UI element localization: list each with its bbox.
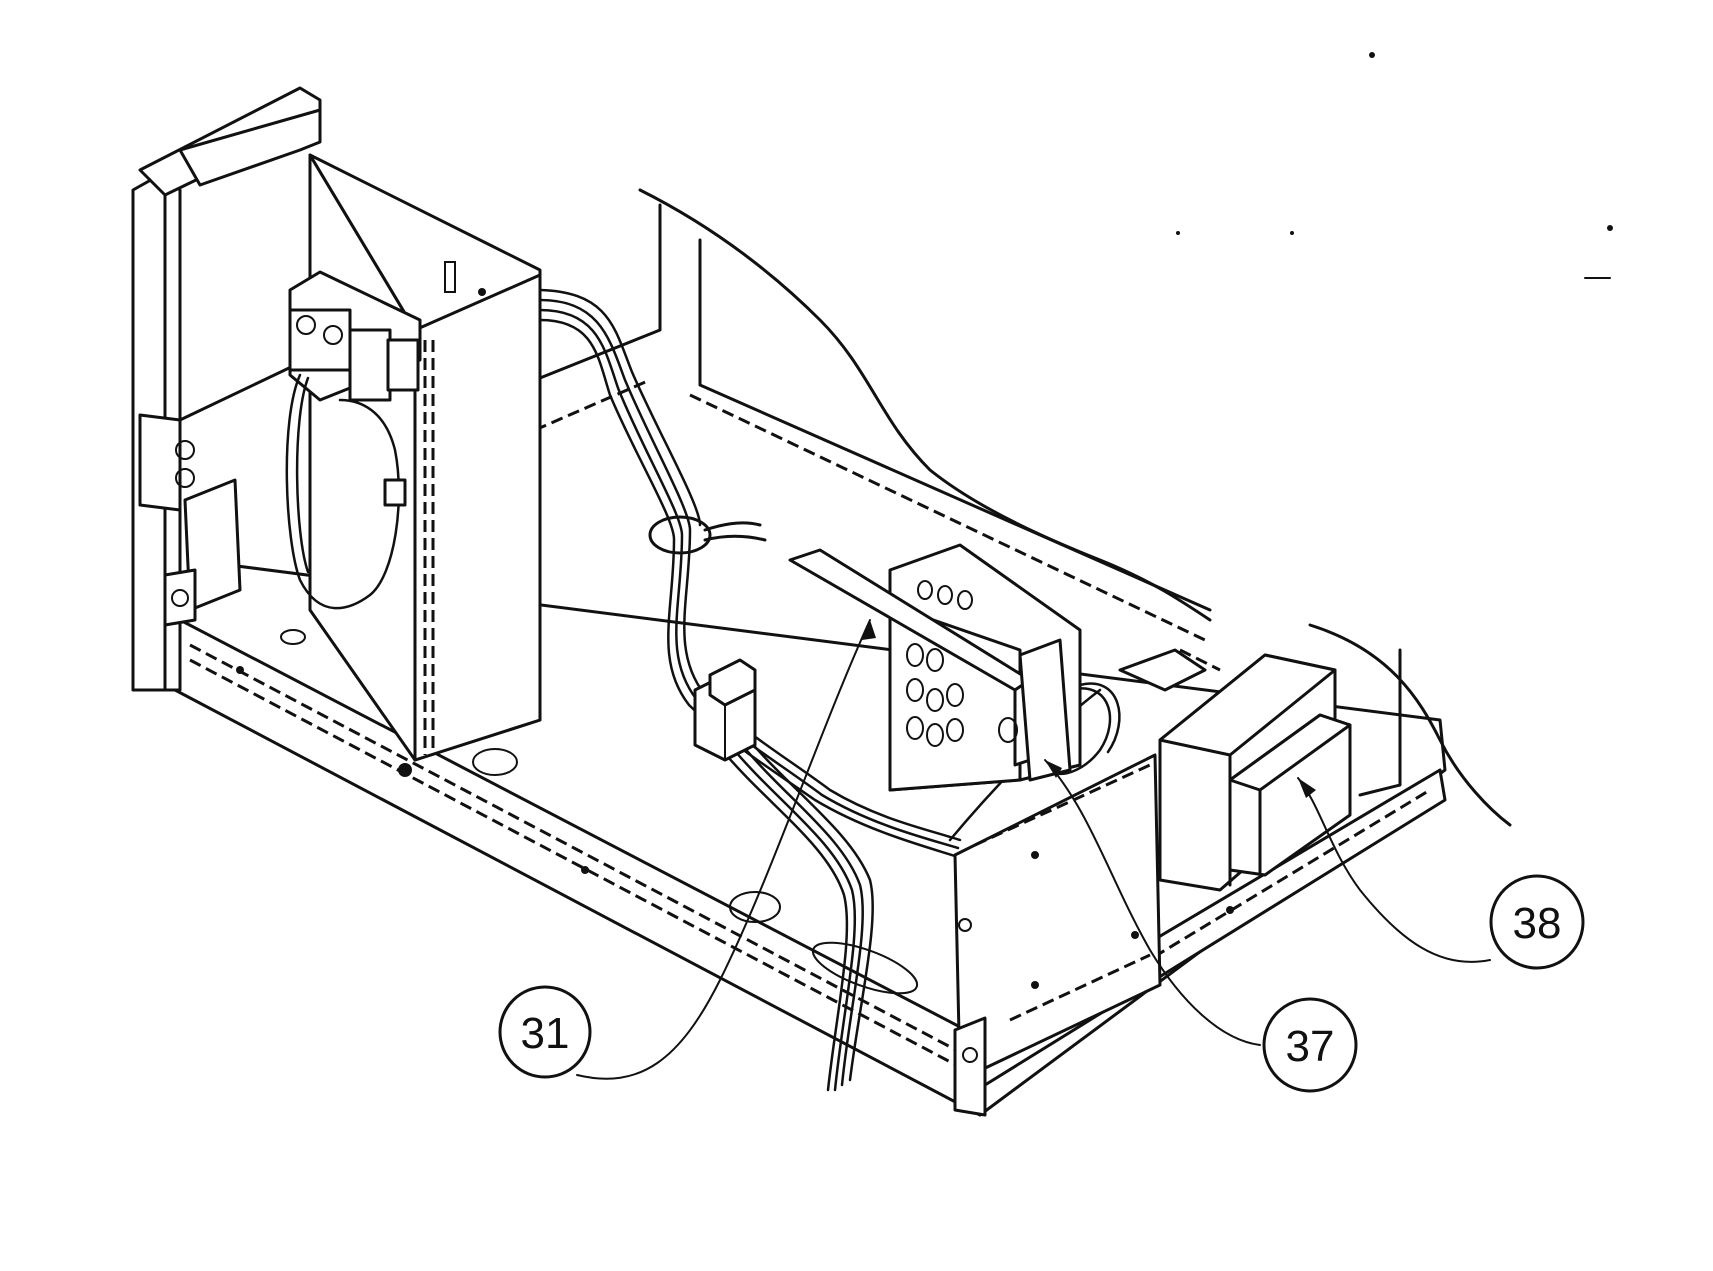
scan-noise bbox=[1176, 52, 1613, 279]
right-end-panel bbox=[953, 753, 1162, 1117]
callout-37-label: 37 bbox=[1286, 1022, 1335, 1071]
back-wall bbox=[533, 188, 1512, 827]
callout-38-label: 38 bbox=[1513, 899, 1562, 948]
left-end-panel bbox=[131, 86, 322, 692]
transformer bbox=[1118, 648, 1352, 892]
callout-37: 37 bbox=[1262, 997, 1358, 1093]
callout-38: 38 bbox=[1489, 874, 1585, 970]
leader-lines bbox=[576, 619, 1491, 1080]
wire-harness bbox=[538, 288, 1121, 1092]
connector-plug bbox=[693, 658, 757, 762]
callout-31-label: 31 bbox=[521, 1009, 570, 1058]
contactor-assembly bbox=[788, 543, 1082, 792]
terminal-block bbox=[288, 270, 422, 402]
contactor-terminals bbox=[906, 580, 973, 747]
control-box bbox=[285, 153, 542, 777]
callout-31: 31 bbox=[498, 985, 592, 1079]
